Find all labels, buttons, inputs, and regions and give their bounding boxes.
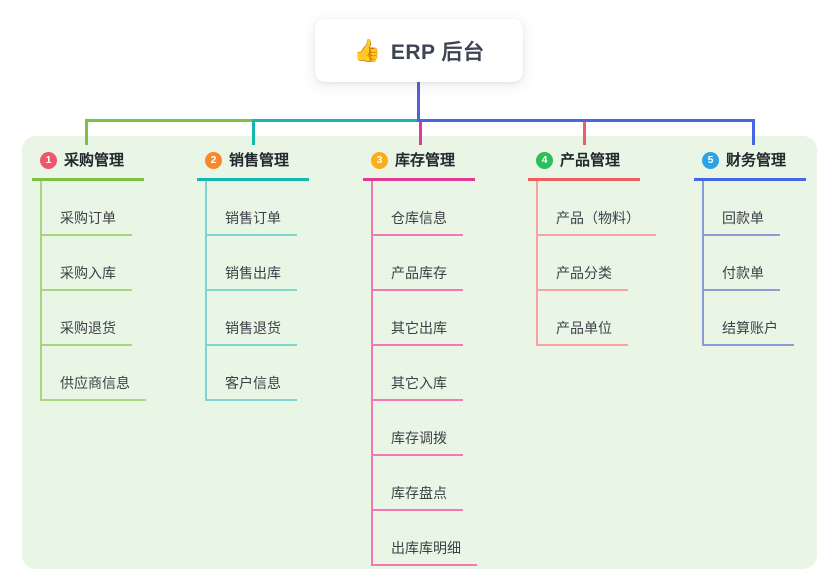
connector-line (371, 181, 373, 566)
branch-node[interactable]: 5 财务管理 (694, 150, 806, 181)
connector-line (205, 181, 207, 401)
child-row: 采购订单 (32, 181, 146, 236)
branch-node[interactable]: 2 销售管理 (197, 150, 309, 181)
child-node[interactable]: 采购退货 (40, 318, 132, 346)
child-node[interactable]: 销售出库 (205, 263, 297, 291)
connector-line (252, 119, 255, 145)
branch-node[interactable]: 4 产品管理 (528, 150, 640, 181)
root-node[interactable]: 👍 ERP 后台 (315, 19, 523, 82)
connector-line (752, 119, 755, 145)
thumbs-up-icon: 👍 (353, 37, 381, 63)
child-row: 产品（物料） (528, 181, 656, 236)
child-node[interactable]: 产品单位 (536, 318, 628, 346)
branch-children: 回款单 付款单 结算账户 (694, 181, 794, 346)
branch: 5 财务管理 回款单 付款单 结算账户 (694, 150, 806, 346)
child-node[interactable]: 出库库明细 (371, 538, 477, 566)
branch-node[interactable]: 1 采购管理 (32, 150, 144, 181)
connector-line (85, 119, 88, 145)
child-node[interactable]: 产品库存 (371, 263, 463, 291)
branch-children: 产品（物料） 产品分类 产品单位 (528, 181, 656, 346)
child-row: 采购入库 (32, 236, 146, 291)
connector-line (583, 119, 586, 145)
child-row: 供应商信息 (32, 346, 146, 401)
child-row: 产品库存 (363, 236, 477, 291)
connector-line (536, 181, 538, 346)
branches-panel (22, 136, 817, 569)
child-row: 库存调拨 (363, 401, 477, 456)
child-row: 销售退货 (197, 291, 297, 346)
branch-children: 采购订单 采购入库 采购退货 供应商信息 (32, 181, 146, 401)
child-node[interactable]: 回款单 (702, 208, 780, 236)
child-node[interactable]: 销售订单 (205, 208, 297, 236)
connector-line (40, 181, 42, 401)
branch-title: 财务管理 (726, 152, 787, 169)
child-node[interactable]: 采购订单 (40, 208, 132, 236)
branch-node[interactable]: 3 库存管理 (363, 150, 475, 181)
child-row: 销售订单 (197, 181, 297, 236)
child-row: 出库库明细 (363, 511, 477, 566)
branch: 3 库存管理 仓库信息 产品库存 其它出库 其它入库 库存调拨 库存盘点 出库库… (363, 150, 477, 566)
child-row: 库存盘点 (363, 456, 477, 511)
child-node[interactable]: 采购入库 (40, 263, 132, 291)
branch-title: 销售管理 (229, 152, 290, 169)
child-row: 付款单 (694, 236, 794, 291)
root-node-label: ERP 后台 (390, 40, 485, 64)
child-node[interactable]: 库存盘点 (371, 483, 463, 511)
branch-number-badge: 1 (40, 152, 57, 169)
branch-title: 库存管理 (395, 152, 456, 169)
child-row: 回款单 (694, 181, 794, 236)
branch-title: 产品管理 (560, 152, 621, 169)
child-row: 产品分类 (528, 236, 656, 291)
branch-children: 仓库信息 产品库存 其它出库 其它入库 库存调拨 库存盘点 出库库明细 (363, 181, 477, 566)
branch-number-badge: 5 (702, 152, 719, 169)
connector-line (702, 181, 704, 346)
child-node[interactable]: 其它入库 (371, 373, 463, 401)
branch-title: 采购管理 (64, 152, 125, 169)
connector-line (419, 119, 755, 122)
child-node[interactable]: 其它出库 (371, 318, 463, 346)
child-node[interactable]: 库存调拨 (371, 428, 463, 456)
connector-line (417, 82, 420, 122)
child-row: 采购退货 (32, 291, 146, 346)
child-row: 其它入库 (363, 346, 477, 401)
child-node[interactable]: 客户信息 (205, 373, 297, 401)
child-row: 客户信息 (197, 346, 297, 401)
child-node[interactable]: 仓库信息 (371, 208, 463, 236)
branch-number-badge: 2 (205, 152, 222, 169)
connector-line (252, 119, 420, 122)
child-node[interactable]: 销售退货 (205, 318, 297, 346)
branch: 4 产品管理 产品（物料） 产品分类 产品单位 (528, 150, 656, 346)
branch-number-badge: 3 (371, 152, 388, 169)
child-node[interactable]: 产品（物料） (536, 208, 656, 236)
branch: 2 销售管理 销售订单 销售出库 销售退货 客户信息 (197, 150, 309, 401)
connector-line (419, 119, 422, 145)
connector-line (85, 119, 255, 122)
child-row: 结算账户 (694, 291, 794, 346)
branch: 1 采购管理 采购订单 采购入库 采购退货 供应商信息 (32, 150, 146, 401)
branch-number-badge: 4 (536, 152, 553, 169)
child-node[interactable]: 产品分类 (536, 263, 628, 291)
child-row: 销售出库 (197, 236, 297, 291)
child-row: 其它出库 (363, 291, 477, 346)
child-node[interactable]: 结算账户 (702, 318, 794, 346)
child-node[interactable]: 供应商信息 (40, 373, 146, 401)
child-row: 产品单位 (528, 291, 656, 346)
branch-children: 销售订单 销售出库 销售退货 客户信息 (197, 181, 297, 401)
child-row: 仓库信息 (363, 181, 477, 236)
child-node[interactable]: 付款单 (702, 263, 780, 291)
